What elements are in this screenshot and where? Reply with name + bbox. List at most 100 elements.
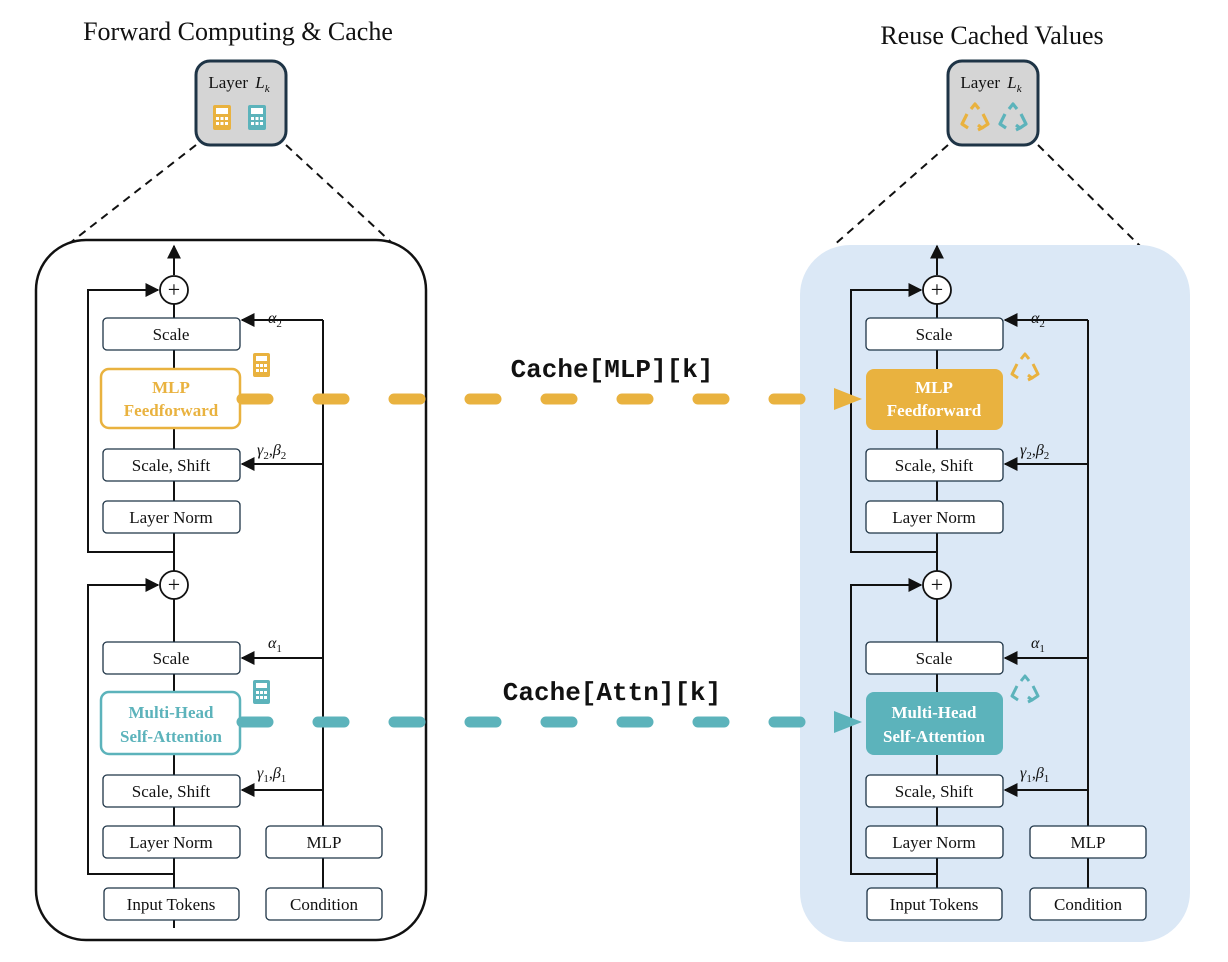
gamma1-sub: 1 xyxy=(1026,773,1032,785)
layer-badge-label: Layer xyxy=(960,73,1000,92)
alpha2-label: α2 xyxy=(268,310,282,330)
add-node: + xyxy=(159,275,189,305)
recycle-icon xyxy=(1010,352,1040,382)
svg-text:Scale: Scale xyxy=(153,649,190,668)
cache-arrow-mlp xyxy=(236,388,862,410)
add-node: + xyxy=(159,570,189,600)
beta2-sub: 2 xyxy=(281,450,287,462)
scale-shift-block: Scale, Shift xyxy=(865,774,1004,808)
scale-block: Scale xyxy=(102,317,241,351)
svg-text:Multi-Head: Multi-Head xyxy=(892,703,978,722)
alpha1-label: α1 xyxy=(268,635,282,655)
gamma2-beta2-label: γ2,β2 xyxy=(257,442,286,462)
layer-norm-block: Layer Norm xyxy=(102,825,241,859)
svg-text:Scale, Shift: Scale, Shift xyxy=(132,456,211,475)
layer-norm-block: Layer Norm xyxy=(865,825,1004,859)
scale-shift-block: Scale, Shift xyxy=(865,448,1004,482)
scale-block: Scale xyxy=(865,641,1004,675)
calculator-icon xyxy=(253,680,270,704)
add-node: + xyxy=(922,570,952,600)
cache-label-attn: Cache[Attn][k] xyxy=(503,678,721,708)
mlp-block: MLP xyxy=(265,825,383,859)
svg-text:MLP: MLP xyxy=(1071,833,1106,852)
gamma1-beta1-label: γ1,β1 xyxy=(257,765,286,785)
cache-label-mlp: Cache[MLP][k] xyxy=(511,355,714,385)
svg-text:Layer Lk: Layer Lk xyxy=(208,73,270,95)
layer-norm-block: Layer Norm xyxy=(865,500,1004,534)
gamma1-beta1-label: γ1,β1 xyxy=(1020,765,1049,785)
svg-text:Layer Norm: Layer Norm xyxy=(892,833,976,852)
beta1-sub: 1 xyxy=(281,773,287,785)
alpha1-sub: 1 xyxy=(276,643,282,655)
block-diagram-right: + + Scale MLP Feedforward Scale, Shift L… xyxy=(850,244,1147,921)
recycle-icon xyxy=(998,102,1028,132)
recycle-icon xyxy=(960,102,990,132)
svg-text:+: + xyxy=(168,572,180,597)
svg-text:MLP: MLP xyxy=(307,833,342,852)
layer-badge-label: Layer xyxy=(208,73,248,92)
layer-badge-left: Layer Lk xyxy=(194,59,288,147)
svg-text:Scale, Shift: Scale, Shift xyxy=(895,456,974,475)
svg-text:+: + xyxy=(168,277,180,302)
zoom-lines xyxy=(69,144,1141,247)
calculator-icon xyxy=(248,105,266,130)
calculator-icon xyxy=(213,105,231,130)
add-node: + xyxy=(922,275,952,305)
svg-text:Layer Norm: Layer Norm xyxy=(892,508,976,527)
svg-text:Scale: Scale xyxy=(153,325,190,344)
condition-block: Condition xyxy=(265,887,383,921)
self-attention-block: Multi-Head Self-Attention xyxy=(99,690,242,756)
condition-block: Condition xyxy=(1029,887,1147,921)
recycle-icon xyxy=(1010,674,1040,704)
alpha2-sub: 2 xyxy=(1039,318,1045,330)
svg-text:Feedforward: Feedforward xyxy=(887,401,982,420)
block-diagram-left: + + Scale MLP Feedforward Scale, Shift L… xyxy=(87,244,383,928)
layer-badge-sub: k xyxy=(1017,83,1023,95)
svg-text:+: + xyxy=(931,277,943,302)
svg-text:Input Tokens: Input Tokens xyxy=(127,895,216,914)
alpha2-sub: 2 xyxy=(276,318,282,330)
scale-shift-block: Scale, Shift xyxy=(102,448,241,482)
cache-arrow-attn xyxy=(236,711,862,733)
gamma2-sub: 2 xyxy=(1026,450,1032,462)
layer-badge-sub: k xyxy=(265,83,271,95)
svg-text:MLP: MLP xyxy=(152,378,190,397)
gamma2-sub: 2 xyxy=(263,450,269,462)
title-right: Reuse Cached Values xyxy=(880,21,1103,50)
svg-text:Scale: Scale xyxy=(916,649,953,668)
svg-text:+: + xyxy=(931,572,943,597)
svg-text:Scale: Scale xyxy=(916,325,953,344)
beta1-sub: 1 xyxy=(1044,773,1050,785)
mlp-feedforward-block: MLP Feedforward xyxy=(866,369,1003,430)
input-tokens-block: Input Tokens xyxy=(103,887,240,921)
mlp-feedforward-block: MLP Feedforward xyxy=(99,367,242,430)
gamma2-beta2-label: γ2,β2 xyxy=(1020,442,1049,462)
svg-text:Layer Norm: Layer Norm xyxy=(129,508,213,527)
mlp-block: MLP xyxy=(1029,825,1147,859)
svg-text:Input Tokens: Input Tokens xyxy=(890,895,979,914)
svg-text:Layer Norm: Layer Norm xyxy=(129,833,213,852)
svg-text:Self-Attention: Self-Attention xyxy=(883,727,986,746)
svg-text:Multi-Head: Multi-Head xyxy=(129,703,215,722)
scale-block: Scale xyxy=(865,317,1004,351)
svg-text:Feedforward: Feedforward xyxy=(124,401,219,420)
svg-text:Scale, Shift: Scale, Shift xyxy=(132,782,211,801)
alpha2-label: α2 xyxy=(1031,310,1045,330)
input-tokens-block: Input Tokens xyxy=(866,887,1003,921)
layer-norm-block: Layer Norm xyxy=(102,500,241,534)
calculator-icon xyxy=(253,353,270,377)
scale-shift-block: Scale, Shift xyxy=(102,774,241,808)
svg-text:Condition: Condition xyxy=(290,895,359,914)
self-attention-block: Multi-Head Self-Attention xyxy=(866,692,1003,755)
gamma1-sub: 1 xyxy=(263,773,269,785)
title-left: Forward Computing & Cache xyxy=(83,17,393,46)
svg-text:MLP: MLP xyxy=(915,378,953,397)
scale-block: Scale xyxy=(102,641,241,675)
svg-text:Layer Lk: Layer Lk xyxy=(960,73,1022,95)
svg-text:Self-Attention: Self-Attention xyxy=(120,727,223,746)
beta2-sub: 2 xyxy=(1044,450,1050,462)
alpha1-sub: 1 xyxy=(1039,643,1045,655)
svg-text:Condition: Condition xyxy=(1054,895,1123,914)
layer-badge-right: Layer Lk xyxy=(946,59,1040,147)
